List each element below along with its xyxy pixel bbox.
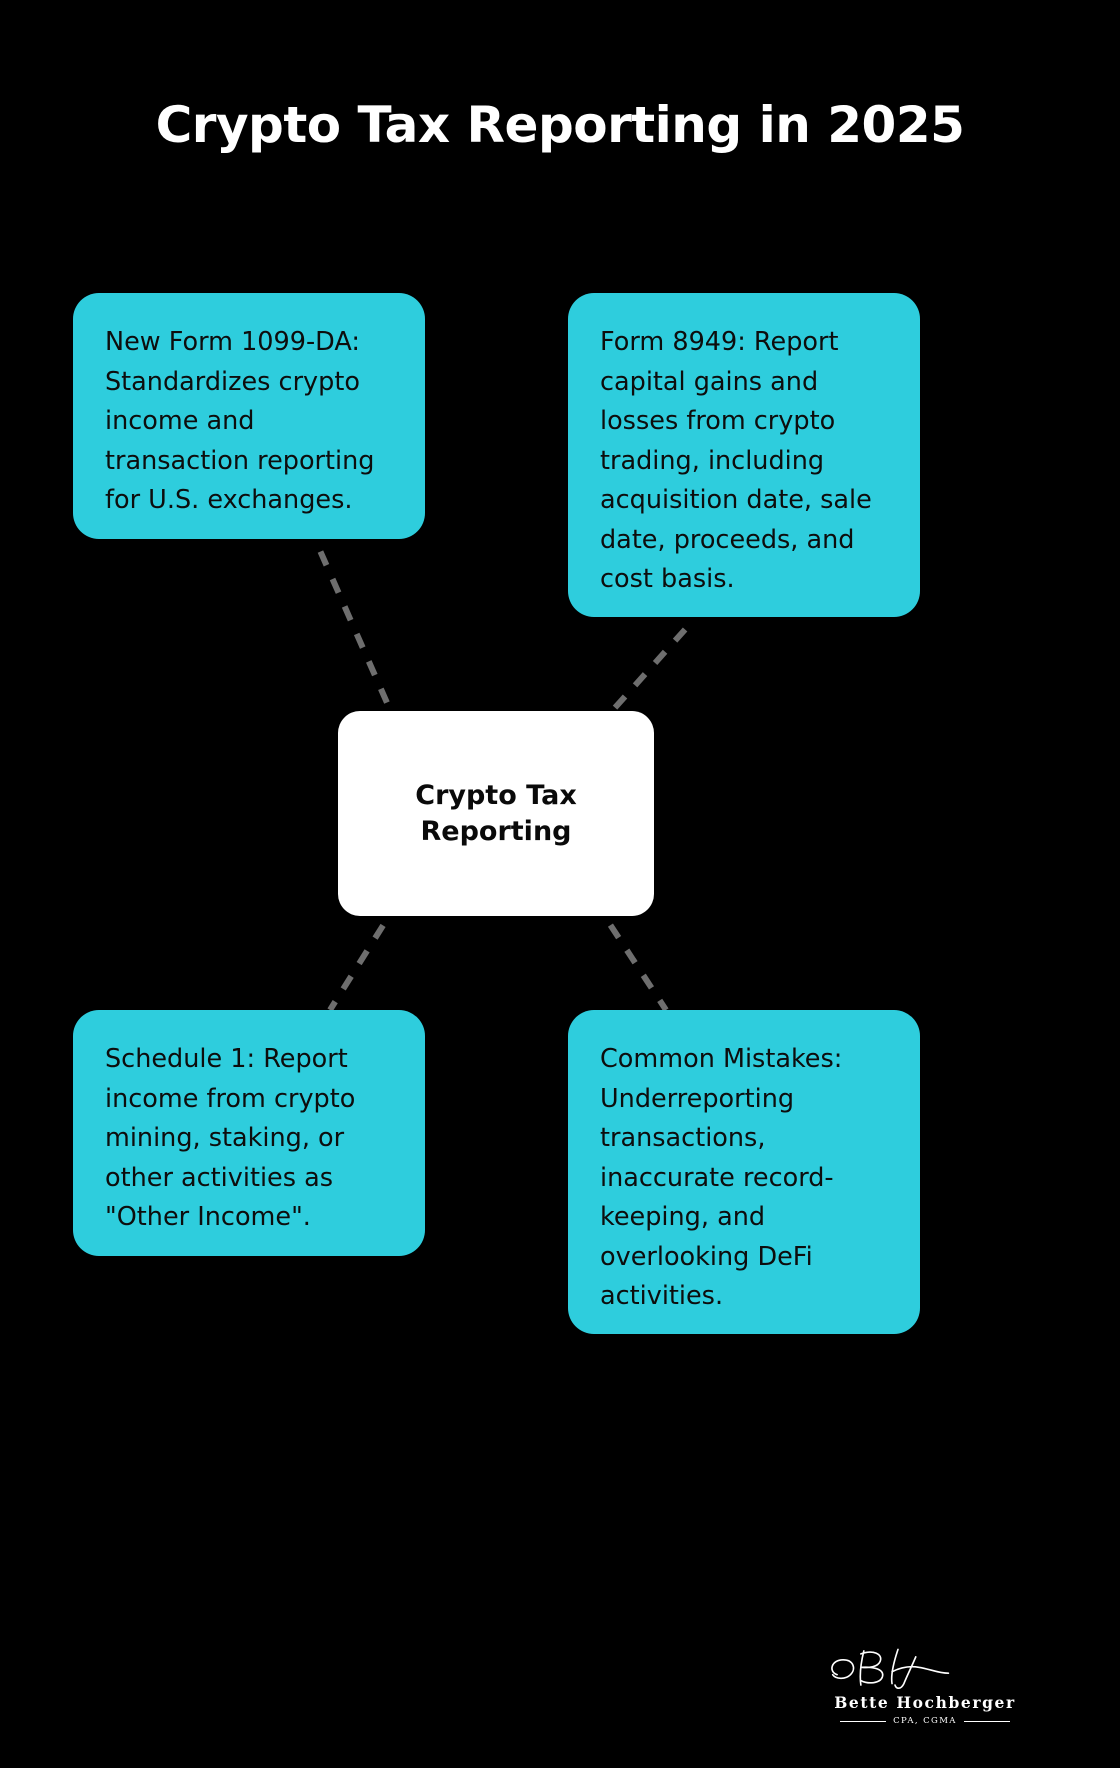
connector-center-to-bottom-right	[591, 898, 669, 1012]
bh-monogram-icon	[831, 1648, 950, 1690]
rule-left	[840, 1720, 887, 1722]
rule-right	[963, 1720, 1010, 1722]
node-bottom-right[interactable]: Common Mistakes: Underreporting transact…	[568, 1010, 920, 1334]
node-top-right[interactable]: Form 8949: Report capital gains and loss…	[568, 293, 920, 617]
node-top-left-text: New Form 1099-DA: Standardizes crypto in…	[105, 327, 375, 516]
brand-logo: Bette Hochberger CPA, CGMA	[795, 1645, 1055, 1745]
node-bottom-left-text: Schedule 1: Report income from crypto mi…	[105, 1044, 356, 1233]
node-bottom-left[interactable]: Schedule 1: Report income from crypto mi…	[73, 1010, 425, 1256]
brand-name: Bette Hochberger	[834, 1693, 1016, 1712]
center-node[interactable]: Crypto Tax Reporting	[338, 711, 654, 916]
brand-credential: CPA, CGMA	[893, 1716, 957, 1726]
center-node-label: Crypto Tax Reporting	[415, 780, 577, 847]
connector-center-to-bottom-left	[327, 898, 402, 1012]
node-bottom-right-text: Common Mistakes: Underreporting transact…	[600, 1044, 843, 1312]
connector-center-to-top-left	[315, 544, 402, 732]
node-top-right-text: Form 8949: Report capital gains and loss…	[600, 327, 872, 595]
page-title: Crypto Tax Reporting in 2025	[155, 96, 965, 154]
node-top-left[interactable]: New Form 1099-DA: Standardizes crypto in…	[73, 293, 425, 539]
brand-credential-row: CPA, CGMA	[795, 1716, 1055, 1726]
